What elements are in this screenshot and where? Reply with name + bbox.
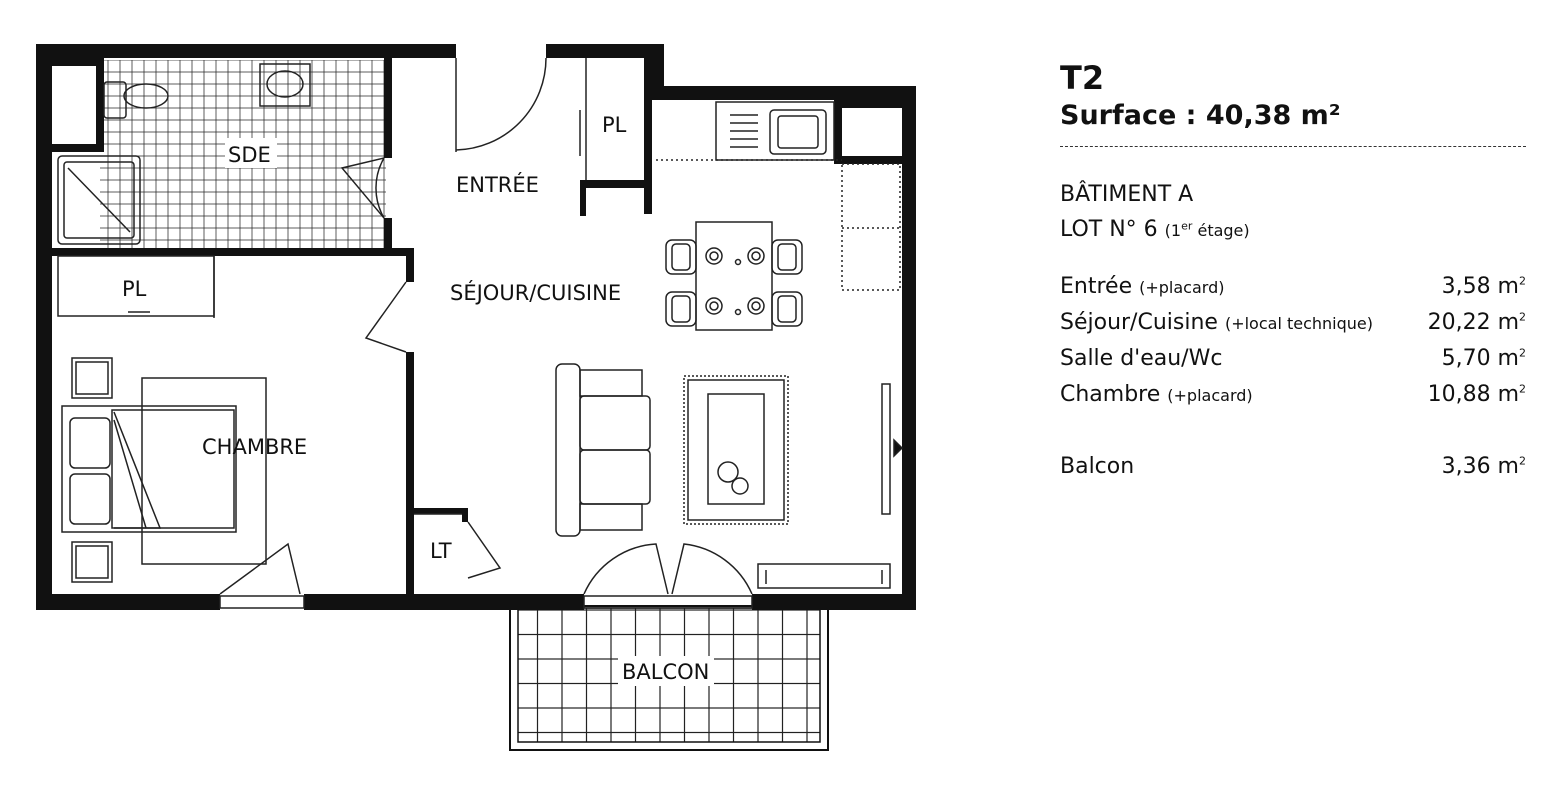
apartment-type: T2	[1060, 59, 1105, 97]
lot: LOT N° 6 (1er étage)	[1060, 212, 1526, 248]
floor-info: (1er étage)	[1164, 219, 1250, 240]
building: BÂTIMENT A	[1060, 182, 1194, 207]
room-name: Séjour/Cuisine	[1060, 309, 1218, 335]
surface-value: 40,38 m²	[1205, 100, 1341, 131]
floor-plan: SDE PL ENTRÉE SÉJOUR/CUISINE PL CHAMBRE …	[36, 44, 916, 751]
label-sejour-cuisine: SÉJOUR/CUISINE	[450, 280, 621, 305]
lot-number: LOT N° 6	[1060, 217, 1158, 242]
room-area: 5,70 m	[1441, 345, 1519, 371]
surface-label: Surface :	[1060, 100, 1197, 131]
room-row: Entrée (+placard) 3,58 m2	[1060, 273, 1526, 299]
label-pl-bedroom: PL	[122, 277, 147, 301]
room-row: Séjour/Cuisine (+local technique) 20,22 …	[1060, 309, 1526, 335]
room-name: Chambre	[1060, 381, 1161, 407]
room-row: Chambre (+placard) 10,88 m2	[1060, 381, 1526, 407]
label-entree: ENTRÉE	[456, 172, 539, 197]
room-note: (+placard)	[1139, 277, 1225, 297]
room-note: (+local technique)	[1224, 313, 1373, 333]
balcony-area: 3,36 m	[1441, 453, 1519, 479]
room-area: 20,22 m	[1427, 309, 1519, 335]
separator	[1060, 146, 1526, 147]
label-sde: SDE	[228, 143, 271, 167]
balcony-row: Balcon 3,36 m2	[1060, 453, 1526, 479]
room-note: (+placard)	[1167, 385, 1253, 405]
room-areas-table: Entrée (+placard) 3,58 m2 Séjour/Cuisine…	[1060, 268, 1526, 484]
doors	[219, 57, 753, 595]
thin-lines	[57, 58, 904, 609]
room-name: Entrée	[1060, 273, 1133, 299]
label-pl-entry: PL	[602, 113, 627, 137]
label-lt: LT	[430, 539, 452, 563]
room-area: 10,88 m	[1427, 381, 1519, 407]
room-row: Salle d'eau/Wc 5,70 m2	[1060, 345, 1526, 371]
balcony-name: Balcon	[1060, 453, 1135, 479]
room-name: Salle d'eau/Wc	[1060, 345, 1223, 371]
apartment-info: T2 Surface : 40,38 m² BÂTIMENT A LOT N° …	[1060, 58, 1526, 484]
surface-total: Surface : 40,38 m²	[1060, 98, 1526, 134]
label-chambre: CHAMBRE	[202, 435, 307, 459]
room-area: 3,58 m	[1441, 273, 1519, 299]
walls	[36, 44, 916, 610]
label-balcon: BALCON	[622, 660, 709, 684]
